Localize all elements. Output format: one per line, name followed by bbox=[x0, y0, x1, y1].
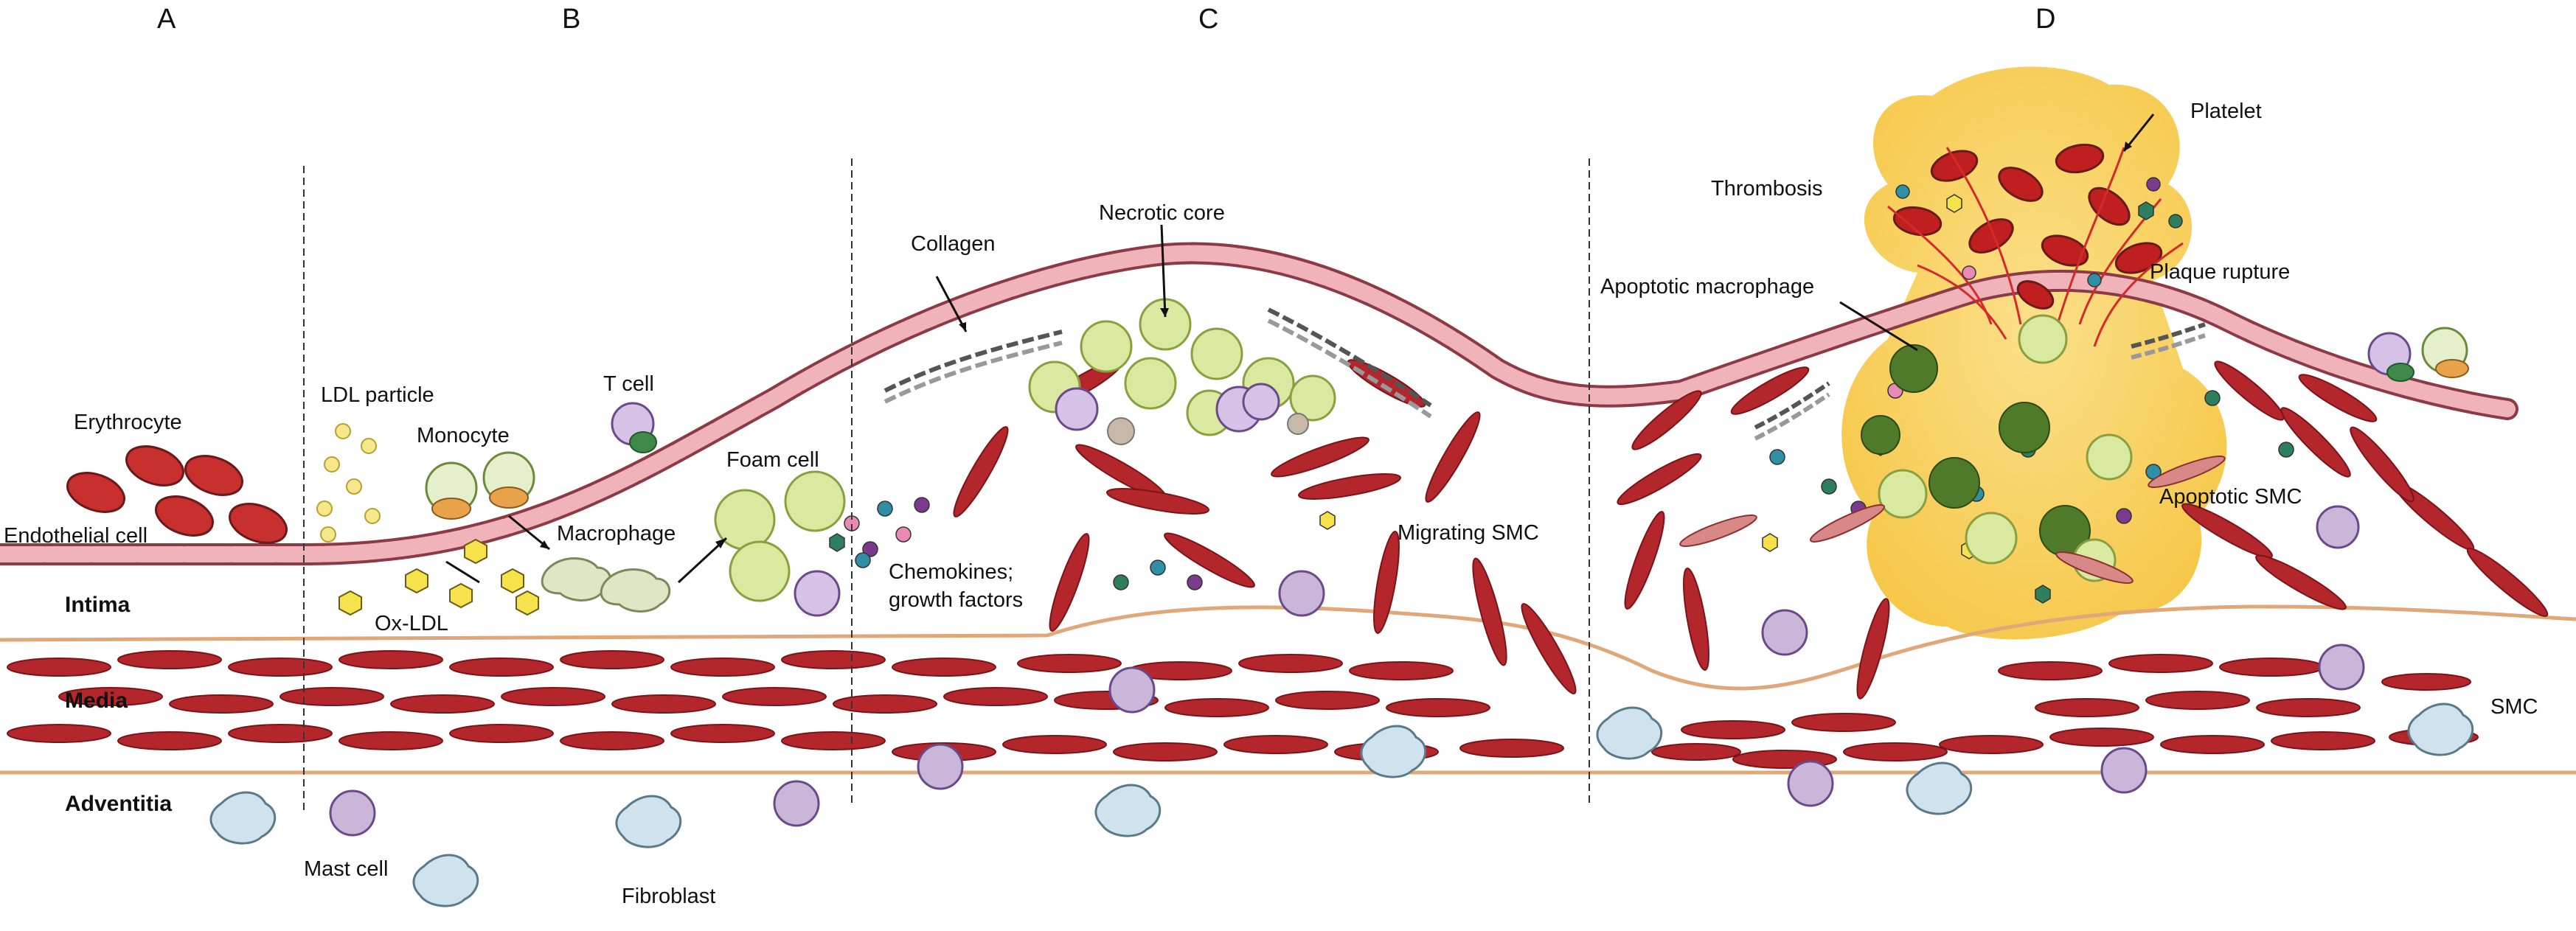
ox-ldl-particles bbox=[339, 538, 539, 616]
label-monocyte: Monocyte bbox=[417, 424, 510, 447]
foam-cells bbox=[714, 470, 846, 617]
arrowheads bbox=[540, 142, 2132, 549]
label-macrophage: Macrophage bbox=[557, 522, 676, 545]
label-mast-cell: Mast cell bbox=[304, 857, 388, 881]
label-smc: SMC bbox=[2490, 695, 2538, 719]
mast-cells bbox=[329, 505, 2365, 837]
label-chemokines-line1: Chemokines; bbox=[889, 560, 1013, 584]
label-migrating-smc: Migrating SMC bbox=[1398, 521, 1539, 545]
label-erythrocyte: Erythrocyte bbox=[74, 411, 182, 434]
label-t-cell: T cell bbox=[603, 372, 654, 396]
erythrocytes bbox=[66, 445, 288, 544]
necrotic-core bbox=[1028, 298, 1336, 445]
t-cell bbox=[611, 402, 657, 453]
label-endothelial-cell: Endothelial cell bbox=[4, 524, 147, 548]
label-apoptotic-smc: Apoptotic SMC bbox=[2159, 485, 2302, 509]
label-platelet: Platelet bbox=[2190, 100, 2262, 123]
panel-dividers bbox=[303, 158, 1590, 815]
label-chemokines-line2: growth factors bbox=[889, 588, 1023, 612]
layer-label-media: Media bbox=[65, 688, 128, 713]
monocytes bbox=[425, 451, 535, 520]
panel-label-d: D bbox=[2035, 4, 2055, 35]
media-smc-layer bbox=[7, 650, 2479, 769]
label-apoptotic-macrophage: Apoptotic macrophage bbox=[1600, 275, 1814, 299]
label-fibroblast: Fibroblast bbox=[622, 885, 715, 908]
ldl-particles bbox=[316, 423, 381, 543]
label-foam-cell: Foam cell bbox=[726, 448, 819, 472]
apoptotic-smc-cells bbox=[1679, 455, 2226, 585]
thrombus-erythrocytes bbox=[1892, 143, 2163, 310]
label-ox-ldl: Ox-LDL bbox=[375, 612, 448, 635]
panel-label-b: B bbox=[562, 4, 580, 35]
panel-label-a: A bbox=[157, 4, 176, 35]
label-ldl-particle: LDL particle bbox=[321, 383, 434, 407]
label-collagen: Collagen bbox=[911, 232, 995, 256]
luminal-monocytes-d bbox=[2367, 327, 2469, 382]
intimal-smc bbox=[953, 359, 2549, 700]
layer-label-intima: Intima bbox=[65, 593, 131, 617]
panel-label-c: C bbox=[1198, 4, 1218, 35]
fibroblasts bbox=[209, 702, 2474, 907]
collagen-bundles bbox=[883, 307, 2206, 441]
label-plaque-rupture: Plaque rupture bbox=[2150, 260, 2290, 284]
label-thrombosis: Thrombosis bbox=[1711, 177, 1823, 201]
fibrin-strands bbox=[1887, 147, 2184, 347]
label-necrotic-core: Necrotic core bbox=[1099, 201, 1225, 225]
layer-label-adventitia: Adventitia bbox=[65, 792, 172, 816]
apoptotic-macrophages bbox=[1861, 344, 2091, 557]
macrophages bbox=[541, 557, 671, 613]
